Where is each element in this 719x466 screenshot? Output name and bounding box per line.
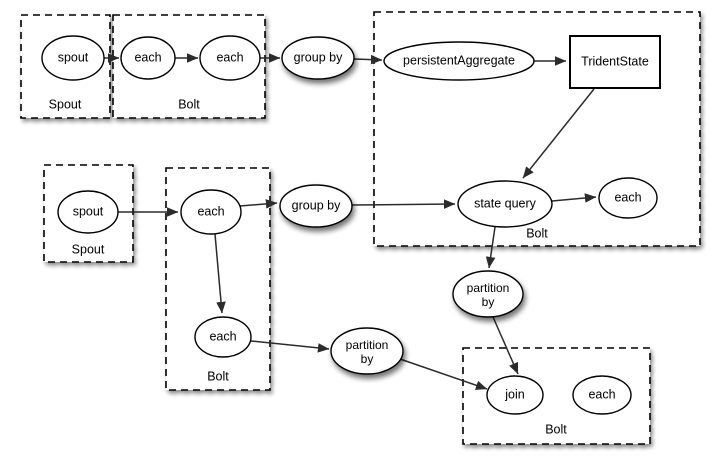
node-shape[interactable]	[41, 35, 105, 81]
edge-connectors	[104, 53, 597, 390]
node-label: each	[588, 387, 615, 401]
node-shape[interactable]	[598, 177, 658, 219]
edge-trident-state-to-state-query	[522, 88, 595, 179]
node-shape[interactable]	[486, 375, 544, 415]
group-label: Bolt	[178, 97, 200, 111]
node-label: spout	[58, 50, 89, 64]
node-shape[interactable]	[383, 41, 535, 81]
node-shape[interactable]	[194, 316, 252, 358]
node-label: group by	[294, 50, 343, 64]
node-label: each	[209, 329, 236, 343]
node-each-1[interactable]: each	[120, 36, 176, 80]
node-join[interactable]: join	[486, 375, 544, 415]
edge-group-by-1-to-persistent-aggregate	[353, 54, 383, 65]
node-label: state query	[474, 196, 537, 210]
node-shape[interactable]	[120, 36, 176, 80]
operation-nodes: spout each each group by persistentAggregate…	[41, 35, 661, 415]
node-label: TridentState	[581, 54, 649, 68]
node-spout-2[interactable]: spout	[57, 190, 119, 234]
group-label: Bolt	[207, 369, 229, 383]
node-each-6[interactable]: each	[572, 375, 632, 415]
node-state-query[interactable]: state query	[457, 180, 553, 228]
group-label: Spout	[72, 242, 105, 256]
node-shape[interactable]	[572, 375, 632, 415]
edge-each-3-to-each-5	[214, 233, 226, 314]
node-shape[interactable]	[57, 190, 119, 234]
node-shape[interactable]	[199, 35, 261, 81]
node-shape[interactable]	[457, 180, 553, 228]
node-each-4[interactable]: each	[598, 177, 658, 219]
edge-state-query-to-each-4	[551, 193, 597, 203]
node-each-3[interactable]: each	[180, 189, 242, 235]
node-label: each	[197, 204, 224, 218]
node-each-2[interactable]: each	[199, 35, 261, 81]
node-persistent-aggregate[interactable]: persistentAggregate	[383, 41, 535, 81]
node-label: spout	[73, 204, 104, 218]
node-group-by-2[interactable]: group by	[279, 184, 353, 228]
node-label: each	[216, 50, 243, 64]
edge-group-by-2-to-state-query	[351, 199, 456, 209]
edge-partition-by-2-to-join	[399, 358, 488, 390]
group-label: Spout	[49, 97, 82, 111]
edge-state-query-to-partition-by-1	[485, 226, 496, 269]
node-shape[interactable]	[330, 327, 404, 375]
node-shape[interactable]	[452, 270, 524, 318]
node-each-5[interactable]: each	[194, 316, 252, 358]
node-group-by-1[interactable]: group by	[281, 36, 355, 80]
node-label: persistentAggregate	[403, 53, 515, 67]
edge-each-3-to-group-by-2	[239, 199, 278, 209]
node-trident-state[interactable]: TridentState	[569, 35, 661, 89]
node-label: each	[134, 50, 161, 64]
node-label: each	[614, 190, 641, 204]
node-shape[interactable]	[180, 189, 242, 235]
node-shape[interactable]	[281, 36, 355, 80]
group-label: Bolt	[526, 226, 548, 240]
group-label: Bolt	[545, 422, 567, 436]
edge-partition-by-1-to-join	[492, 316, 519, 375]
node-shape[interactable]	[279, 184, 353, 228]
node-label: join	[504, 387, 525, 401]
node-shape[interactable]	[569, 35, 661, 89]
edge-each-5-to-partition-by-2	[250, 340, 330, 353]
node-label: group by	[292, 198, 341, 212]
node-spout-1[interactable]: spout	[41, 35, 105, 81]
